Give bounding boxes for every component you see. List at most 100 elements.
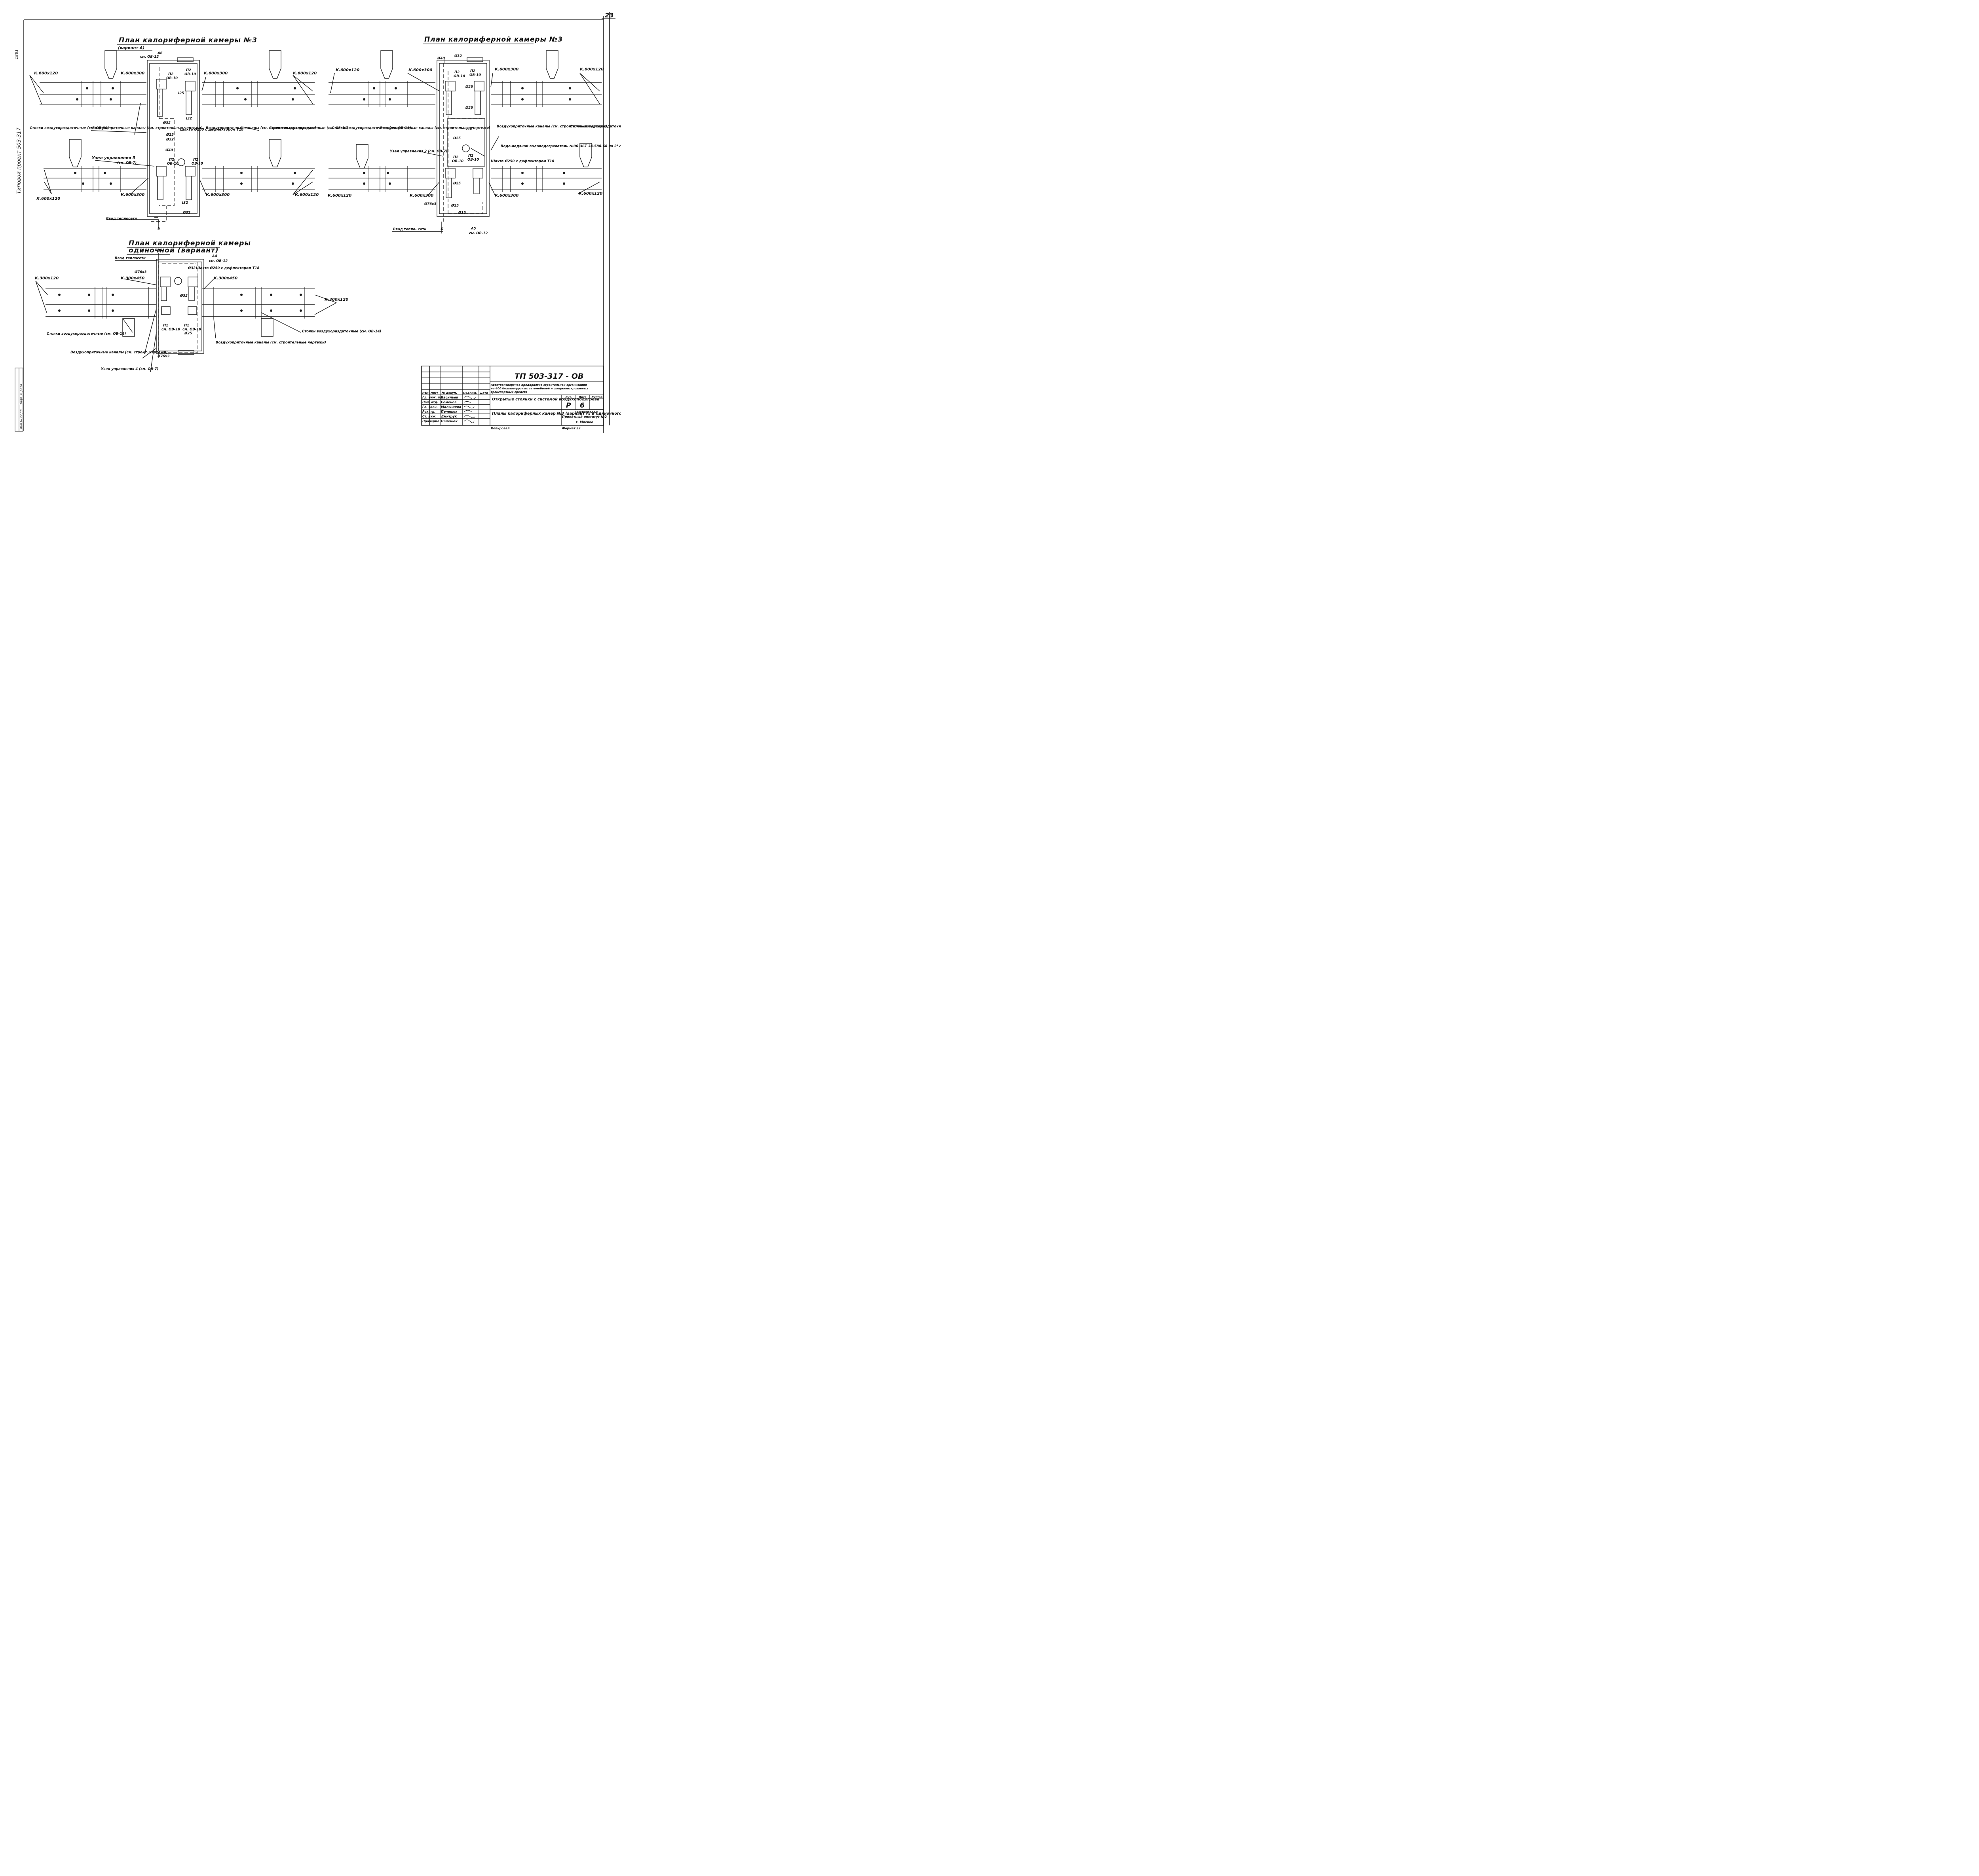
plan-c-duct-c2: К.300х450 (214, 276, 237, 281)
plan-a-d25: Ø25 (166, 133, 174, 137)
plan-a-title: План калориферной камеры №3 (119, 36, 257, 44)
tb-org-2: на 400 большегрузных автомобилей и специ… (491, 387, 588, 390)
plan-b-p2-2-ref: ОВ-10 (469, 73, 481, 77)
plan-a-shaft-label: Шахта Ø250 с дефлектором Т18 (180, 127, 243, 132)
plan-c-p1a-ref: см. ОВ-10 (161, 328, 180, 332)
tb-head-col-4: Дата (480, 391, 488, 395)
plan-c-duct (46, 288, 315, 317)
tb-org-1: Автотранспортное предприятие строительно… (490, 383, 587, 387)
plan-c-duct-left: К.300х120 (35, 276, 59, 281)
plan-c-subtitle: одиночной (вариант) (129, 247, 219, 254)
plan-a-hopper-4 (269, 139, 281, 167)
plan-a-d40: Ø40 (165, 148, 173, 152)
plan-a-p2-3-ref: ОВ-10 (167, 162, 179, 166)
plan-b-hopper-1 (380, 50, 393, 79)
plan-a-p2-4-ref: ОВ-10 (192, 162, 203, 166)
plan-b-d25c: Ø25 (453, 181, 461, 186)
plan-c-heater-3 (161, 306, 171, 315)
plan-b-duct-right-top: К.600х120 (580, 67, 604, 72)
tb-name-4: Дмитрук (441, 415, 457, 418)
plan-c-p1a: П1 (163, 324, 168, 328)
plan-a-supply-left: Воздухоприточные каналы (см. строительны… (92, 126, 203, 130)
plan-b-d15: Ø15 (458, 211, 466, 215)
plan-a-p2-4: П2 (193, 158, 198, 162)
tb-name-1: Семенов (441, 400, 456, 404)
tb-drawing-title: Планы калориферных камер №3 (вариант А) … (492, 412, 621, 416)
plan-a-node-ref: (см. ОВ-7) (117, 161, 137, 165)
tb-name-3: Печенюк (441, 410, 458, 414)
plan-a-hopper-2 (269, 50, 281, 79)
plan-b-supply-left: Воздухоприточные каналы (см. строительны… (380, 126, 490, 130)
plan-b-d32: Ø32 (454, 54, 462, 58)
plan-b-d25d: Ø25 (451, 203, 459, 208)
plan-a-duct-right-bot: К.600х120 (295, 193, 319, 197)
tb-sheet-title: Открытые стоянки с системой воздухоподог… (492, 397, 600, 402)
plan-a-duct-top-c1: К.600х300 (121, 71, 144, 76)
plan-a-i25: I25 (178, 91, 184, 95)
plan-b-duct-left-top: К.600х120 (336, 68, 359, 72)
plan-b-duct-bot-c2: К.600х300 (495, 193, 518, 198)
tb-stage-head: Лит. (565, 396, 572, 399)
plan-c-p1b-ref: см. ОВ-10 (182, 328, 201, 332)
page-number: 23 (605, 11, 613, 19)
plan-b-a5-ref: см. ОВ-12 (469, 231, 488, 235)
plan-a-heater-3 (156, 166, 167, 200)
side-field: Инв.№ подл. | Подп. и дата (19, 384, 23, 429)
sheet-frame (23, 12, 610, 433)
plan-b-chamber (439, 63, 487, 214)
plan-b-p2-3-ref: ОВ-10 (452, 159, 463, 163)
tb-name-5: Печенюк (441, 419, 458, 423)
tb-stage: Р (566, 402, 571, 410)
plan-b-d25b: Ø25 (465, 106, 473, 110)
plan-b-duct-left-bot: К.600х120 (328, 193, 351, 198)
plan-b-hopper-3 (356, 144, 368, 169)
plan-b-title: План калориферной камеры №3 (424, 36, 563, 44)
plan-b-p2-4-ref: ОВ-10 (467, 158, 479, 162)
plan-a-duct-right-top: К.600х120 (293, 71, 317, 76)
plan-b-d25e: Ø25 (453, 136, 461, 140)
tb-institute: Проектный институт №2 (562, 415, 607, 419)
tb-format: Формат 22 (562, 427, 581, 430)
plan-c-a4-ref: см. ОВ-12 (209, 259, 228, 263)
tb-role-3: Рук. гр. (422, 410, 435, 414)
plan-b-duct-right-bot: К.600х120 (579, 192, 602, 196)
title-block: ТП 503-317 - ОВ Автотранспортное предпри… (421, 366, 621, 430)
plan-c-d76a: Ø76х3 (134, 270, 147, 274)
plan-a-heat-input: Ввод теплосети (106, 217, 137, 221)
tb-role-5: Проверил (422, 419, 439, 423)
plan-a-chamber (149, 63, 198, 214)
plan-a-hopper-1 (104, 50, 117, 79)
plan-a-shaft (177, 158, 185, 166)
plan-c-shaft (174, 277, 182, 285)
plan-b-d76: Ø76х3 (424, 202, 437, 206)
plan-a-subtitle: (вариант А) (118, 46, 144, 50)
plan-c-d76b: Ø76х3 (157, 354, 170, 359)
plan-c-heater-2 (188, 277, 198, 301)
plan-c-supply-left: Воздухоприточные каналы (см. строит. чер… (70, 351, 168, 355)
plan-a-heater-2 (185, 81, 196, 115)
plan-b-duct-c1: К.600х300 (408, 68, 432, 72)
plan-a-d32c: Ø32 (182, 211, 190, 215)
plan-b-heater-4 (473, 168, 483, 194)
plan-b-hopper-4 (579, 143, 592, 167)
plan-b-d25a: Ø25 (465, 85, 473, 89)
tb-head-col-2: № докум. (441, 391, 457, 395)
plan-b-t40: I40 (466, 127, 472, 131)
side-project-stamp: Типовой проект 503-317 (16, 127, 22, 194)
plan-b-supply-right: Воздухоприточные каналы (см. строительны… (497, 125, 607, 129)
plan-c-heater-1 (160, 277, 171, 301)
plan-a-heater-4 (185, 166, 196, 200)
plan-b-p2-2: П2 (470, 69, 475, 73)
plan-a-supply-right: Воздухоприточные каналы (см. строительны… (206, 126, 316, 130)
plan-a-p2-3: П2 (169, 158, 174, 162)
plan-b-a5: А5 (471, 227, 476, 231)
plan-c-title: План калориферной камеры (129, 239, 251, 247)
plan-a-a6-ref: см. ОВ-12 (140, 55, 159, 59)
tb-name-0: Васильев (441, 396, 458, 399)
plan-c-duct-right: К.300х120 (325, 298, 348, 302)
plan-a-b: Б (158, 226, 161, 231)
plan-b-heater-3 (445, 168, 456, 198)
plan-a-duct-top (40, 82, 315, 105)
plan-a-d32b: Ø32 (166, 137, 174, 142)
plan-a-p2-2-ref: ОВ-10 (184, 72, 196, 76)
